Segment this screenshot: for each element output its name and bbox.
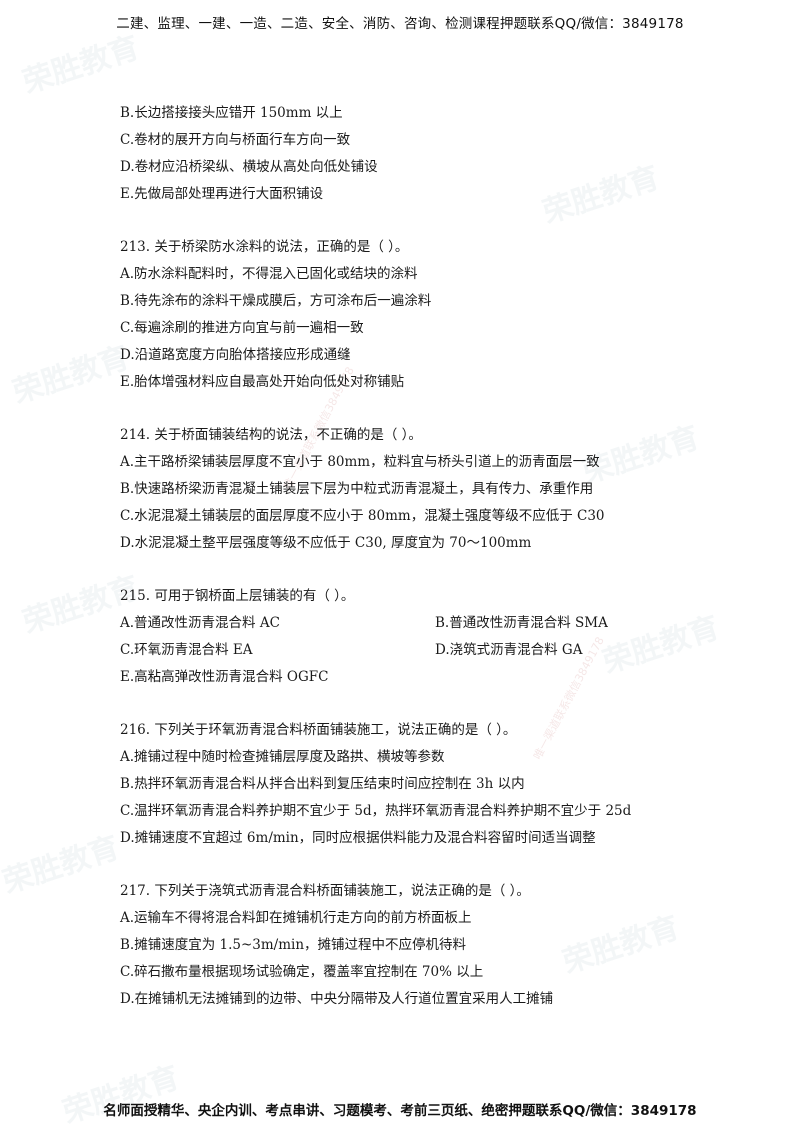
watermark-brand: 荣胜教育	[8, 340, 134, 411]
option-c: C.温拌环氧沥青混合料养护期不宜少于 5d，热拌环氧沥青混合料养护期不宜少于 2…	[120, 803, 632, 819]
page-header: 二建、监理、一建、一造、二造、安全、消防、咨询、检测课程押题联系QQ/微信：38…	[116, 16, 684, 32]
option-e: E.先做局部处理再进行大面积铺设	[120, 186, 324, 202]
question-217: 217. 下列关于浇筑式沥青混合料桥面铺装施工，说法正确的是（ ）。	[120, 883, 530, 899]
option-a: A.防水涂料配料时，不得混入已固化或结块的涂料	[120, 266, 418, 282]
option-c: C.水泥混凝土铺装层的面层厚度不应小于 80mm，混凝土强度等级不应低于 C30	[120, 508, 605, 524]
option-b: B.快速路桥梁沥青混凝土铺装层下层为中粒式沥青混凝土，具有传力、承重作用	[120, 481, 594, 497]
option-c: C.每遍涂刷的推进方向宜与前一遍相一致	[120, 320, 364, 336]
spacer	[120, 208, 720, 234]
spacer	[120, 396, 720, 422]
option-d: D.卷材应沿桥梁纵、横坡从高处向低处铺设	[120, 159, 378, 175]
option-c: C.碎石撒布量根据现场试验确定，覆盖率宜控制在 70% 以上	[120, 964, 484, 980]
spacer	[120, 557, 720, 583]
option-b: B.待先涂布的涂料干燥成膜后，方可涂布后一遍涂料	[120, 293, 432, 309]
option-d: D.在摊铺机无法摊铺到的边带、中央分隔带及人行道位置宜采用人工摊铺	[120, 991, 554, 1007]
spacer	[120, 852, 720, 878]
option-b: B.热拌环氧沥青混合料从拌合出料到复压结束时间应控制在 3h 以内	[120, 776, 525, 792]
option-a: A.摊铺过程中随时检查摊铺层厚度及路拱、横坡等参数	[120, 749, 445, 765]
option-c: C.环氧沥青混合料 EA	[120, 642, 253, 658]
spacer	[120, 691, 720, 717]
document-body: B.长边搭接接头应错开 150mm 以上 C.卷材的展开方向与桥面行车方向一致 …	[120, 100, 720, 1013]
option-e: E.胎体增强材料应自最高处开始向低处对称铺贴	[120, 374, 405, 390]
watermark-brand: 荣胜教育	[58, 1060, 184, 1131]
option-a: A.普通改性沥青混合料 AC	[120, 615, 280, 631]
option-c: C.卷材的展开方向与桥面行车方向一致	[120, 132, 351, 148]
option-d: D.沿道路宽度方向胎体搭接应形成通缝	[120, 347, 351, 363]
question-216: 216. 下列关于环氧沥青混合料桥面铺装施工，说法正确的是（ ）。	[120, 722, 517, 738]
option-a: A.运输车不得将混合料卸在摊铺机行走方向的前方桥面板上	[120, 910, 472, 926]
option-row: C.环氧沥青混合料 EA D.浇筑式沥青混合料 GA	[120, 637, 720, 664]
option-b: B.长边搭接接头应错开 150mm 以上	[120, 105, 343, 121]
option-d: D.浇筑式沥青混合料 GA	[435, 642, 583, 658]
option-d: D.摊铺速度不宜超过 6m/min，同时应根据供料能力及混合料容留时间适当调整	[120, 830, 596, 846]
question-214: 214. 关于桥面铺装结构的说法，不正确的是（ ）。	[120, 427, 422, 443]
watermark-brand: 荣胜教育	[18, 30, 144, 101]
option-d: D.水泥混凝土整平层强度等级不应低于 C30, 厚度宜为 70～100mm	[120, 535, 532, 551]
option-a: A.主干路桥梁铺装层厚度不宜小于 80mm，粒料宜与桥头引道上的沥青面层一致	[120, 454, 600, 470]
option-e: E.高粘高弹改性沥青混合料 OGFC	[120, 669, 329, 685]
page-footer: 名师面授精华、央企内训、考点串讲、习题模考、考前三页纸、绝密押题联系QQ/微信：…	[103, 1103, 697, 1119]
option-b: B.普通改性沥青混合料 SMA	[435, 615, 608, 631]
option-b: B.摊铺速度宜为 1.5~3m/min，摊铺过程中不应停机待料	[120, 937, 467, 953]
option-row: A.普通改性沥青混合料 AC B.普通改性沥青混合料 SMA	[120, 610, 720, 637]
question-213: 213. 关于桥梁防水涂料的说法，正确的是（ ）。	[120, 239, 409, 255]
question-215: 215. 可用于钢桥面上层铺装的有（ ）。	[120, 588, 355, 604]
watermark-brand: 荣胜教育	[0, 830, 124, 901]
